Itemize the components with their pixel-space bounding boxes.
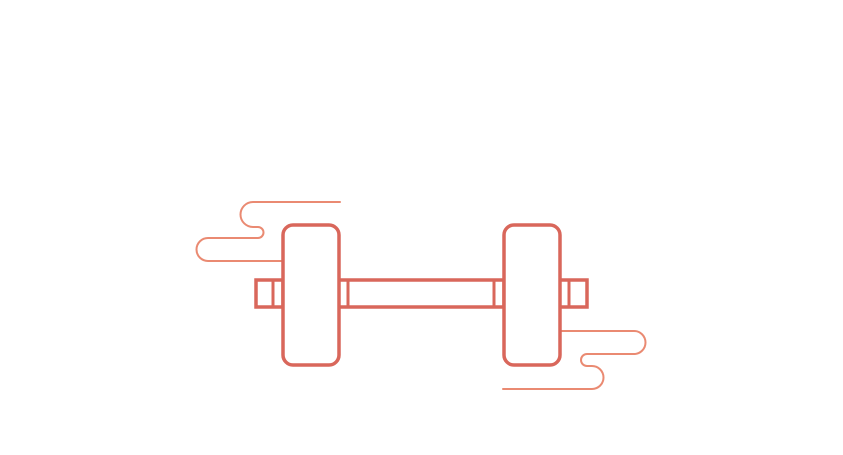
left-collar [254, 278, 285, 309]
motion-swoosh-top-left-icon [195, 201, 341, 262]
dumbbell-bar [336, 278, 506, 309]
motion-swoosh-bottom-right-icon [502, 330, 647, 390]
left-weight-plate [281, 223, 341, 367]
right-collar [557, 278, 589, 309]
right-weight-plate [502, 223, 562, 367]
